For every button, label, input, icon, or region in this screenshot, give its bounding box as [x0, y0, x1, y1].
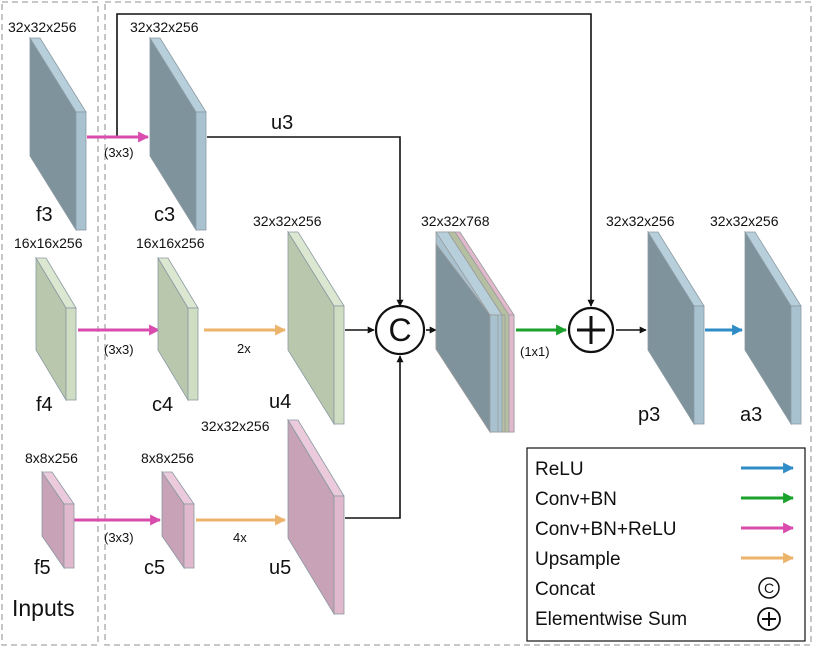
f3-label: f3 [36, 204, 53, 226]
f5-label: f5 [34, 557, 51, 579]
conv-f3-kernel-label: (3x3) [104, 145, 134, 160]
legend-upsample-label: Upsample [535, 549, 621, 570]
a3-label: a3 [740, 404, 762, 426]
f4-block-edge [65, 307, 77, 401]
concat-circle [374, 304, 426, 356]
p3-label: p3 [638, 404, 660, 426]
a3-block [744, 230, 802, 426]
concat-symbol: C [388, 312, 411, 348]
c3-dims: 32x32x256 [130, 19, 199, 35]
c3-block-edge [195, 111, 207, 231]
u3-label: u3 [271, 112, 293, 134]
f4-block [35, 256, 77, 402]
f3-block [29, 36, 87, 232]
u4-block [287, 230, 345, 426]
conv-f5-kernel-label: (3x3) [104, 530, 134, 545]
u5-dims: 32x32x256 [201, 418, 270, 434]
c5-block [161, 470, 195, 570]
u5-block-edge [333, 495, 345, 615]
p3-block-edge [693, 305, 705, 425]
f5-dims: 8x8x256 [25, 450, 78, 466]
connectors [74, 13, 744, 526]
concat-output-block [435, 231, 515, 434]
legend-concat-symbol: C [764, 580, 774, 596]
f5-block [41, 470, 75, 570]
u4-label: u4 [269, 391, 291, 413]
a3-dims: 32x32x256 [710, 213, 779, 229]
p3-block [647, 230, 705, 426]
u5-connection [345, 355, 404, 519]
upsample-4x-label: 4x [233, 530, 247, 545]
f3-dims: 32x32x256 [8, 19, 77, 35]
c4-block [157, 256, 199, 402]
c4-dims: 16x16x256 [136, 235, 205, 251]
legend-box [526, 447, 806, 642]
u5-block [287, 418, 345, 616]
conv-1x1-label: (1x1) [520, 344, 550, 359]
legend: ReLU Conv+BN Conv+BN+ReLU Upsample Conca… [526, 447, 806, 642]
legend-concat-icon [758, 577, 780, 599]
legend-conv-bn-label: Conv+BN [535, 489, 617, 510]
f4-dims: 16x16x256 [14, 235, 83, 251]
c5-dims: 8x8x256 [141, 450, 194, 466]
c5-block-edge [183, 503, 195, 569]
legend-sum-label: Elementwise Sum [535, 609, 687, 630]
c4-block-edge [187, 307, 199, 401]
u4-dims: 32x32x256 [253, 213, 322, 229]
u5-label: u5 [269, 557, 291, 579]
concat-output-dims: 32x32x768 [421, 213, 490, 229]
conv-f4-kernel-label: (3x3) [104, 342, 134, 357]
sum-node [567, 306, 615, 354]
legend-relu-label: ReLU [535, 459, 584, 480]
legend-concat-label: Concat [535, 579, 596, 600]
c3-block [149, 36, 207, 232]
inputs-label: Inputs [12, 595, 75, 621]
c4-label: c4 [152, 394, 173, 416]
blocks-layer [29, 36, 802, 616]
p3-dims: 32x32x256 [606, 213, 675, 229]
c3-label: c3 [154, 204, 175, 226]
network-group-box [104, 1, 812, 646]
a3-block-edge [790, 305, 802, 425]
c5-label: c5 [144, 557, 165, 579]
f4-label: f4 [36, 394, 53, 416]
f3-block-edge [75, 111, 87, 231]
upsample-2x-label: 2x [237, 341, 251, 356]
f5-block-edge [63, 503, 75, 569]
legend-conv-bn-relu-label: Conv+BN+ReLU [535, 519, 677, 540]
concat-node: C [374, 304, 426, 356]
u4-block-edge [333, 305, 345, 425]
skip-connection-to-sum [116, 13, 595, 307]
u3-connection [207, 136, 404, 307]
